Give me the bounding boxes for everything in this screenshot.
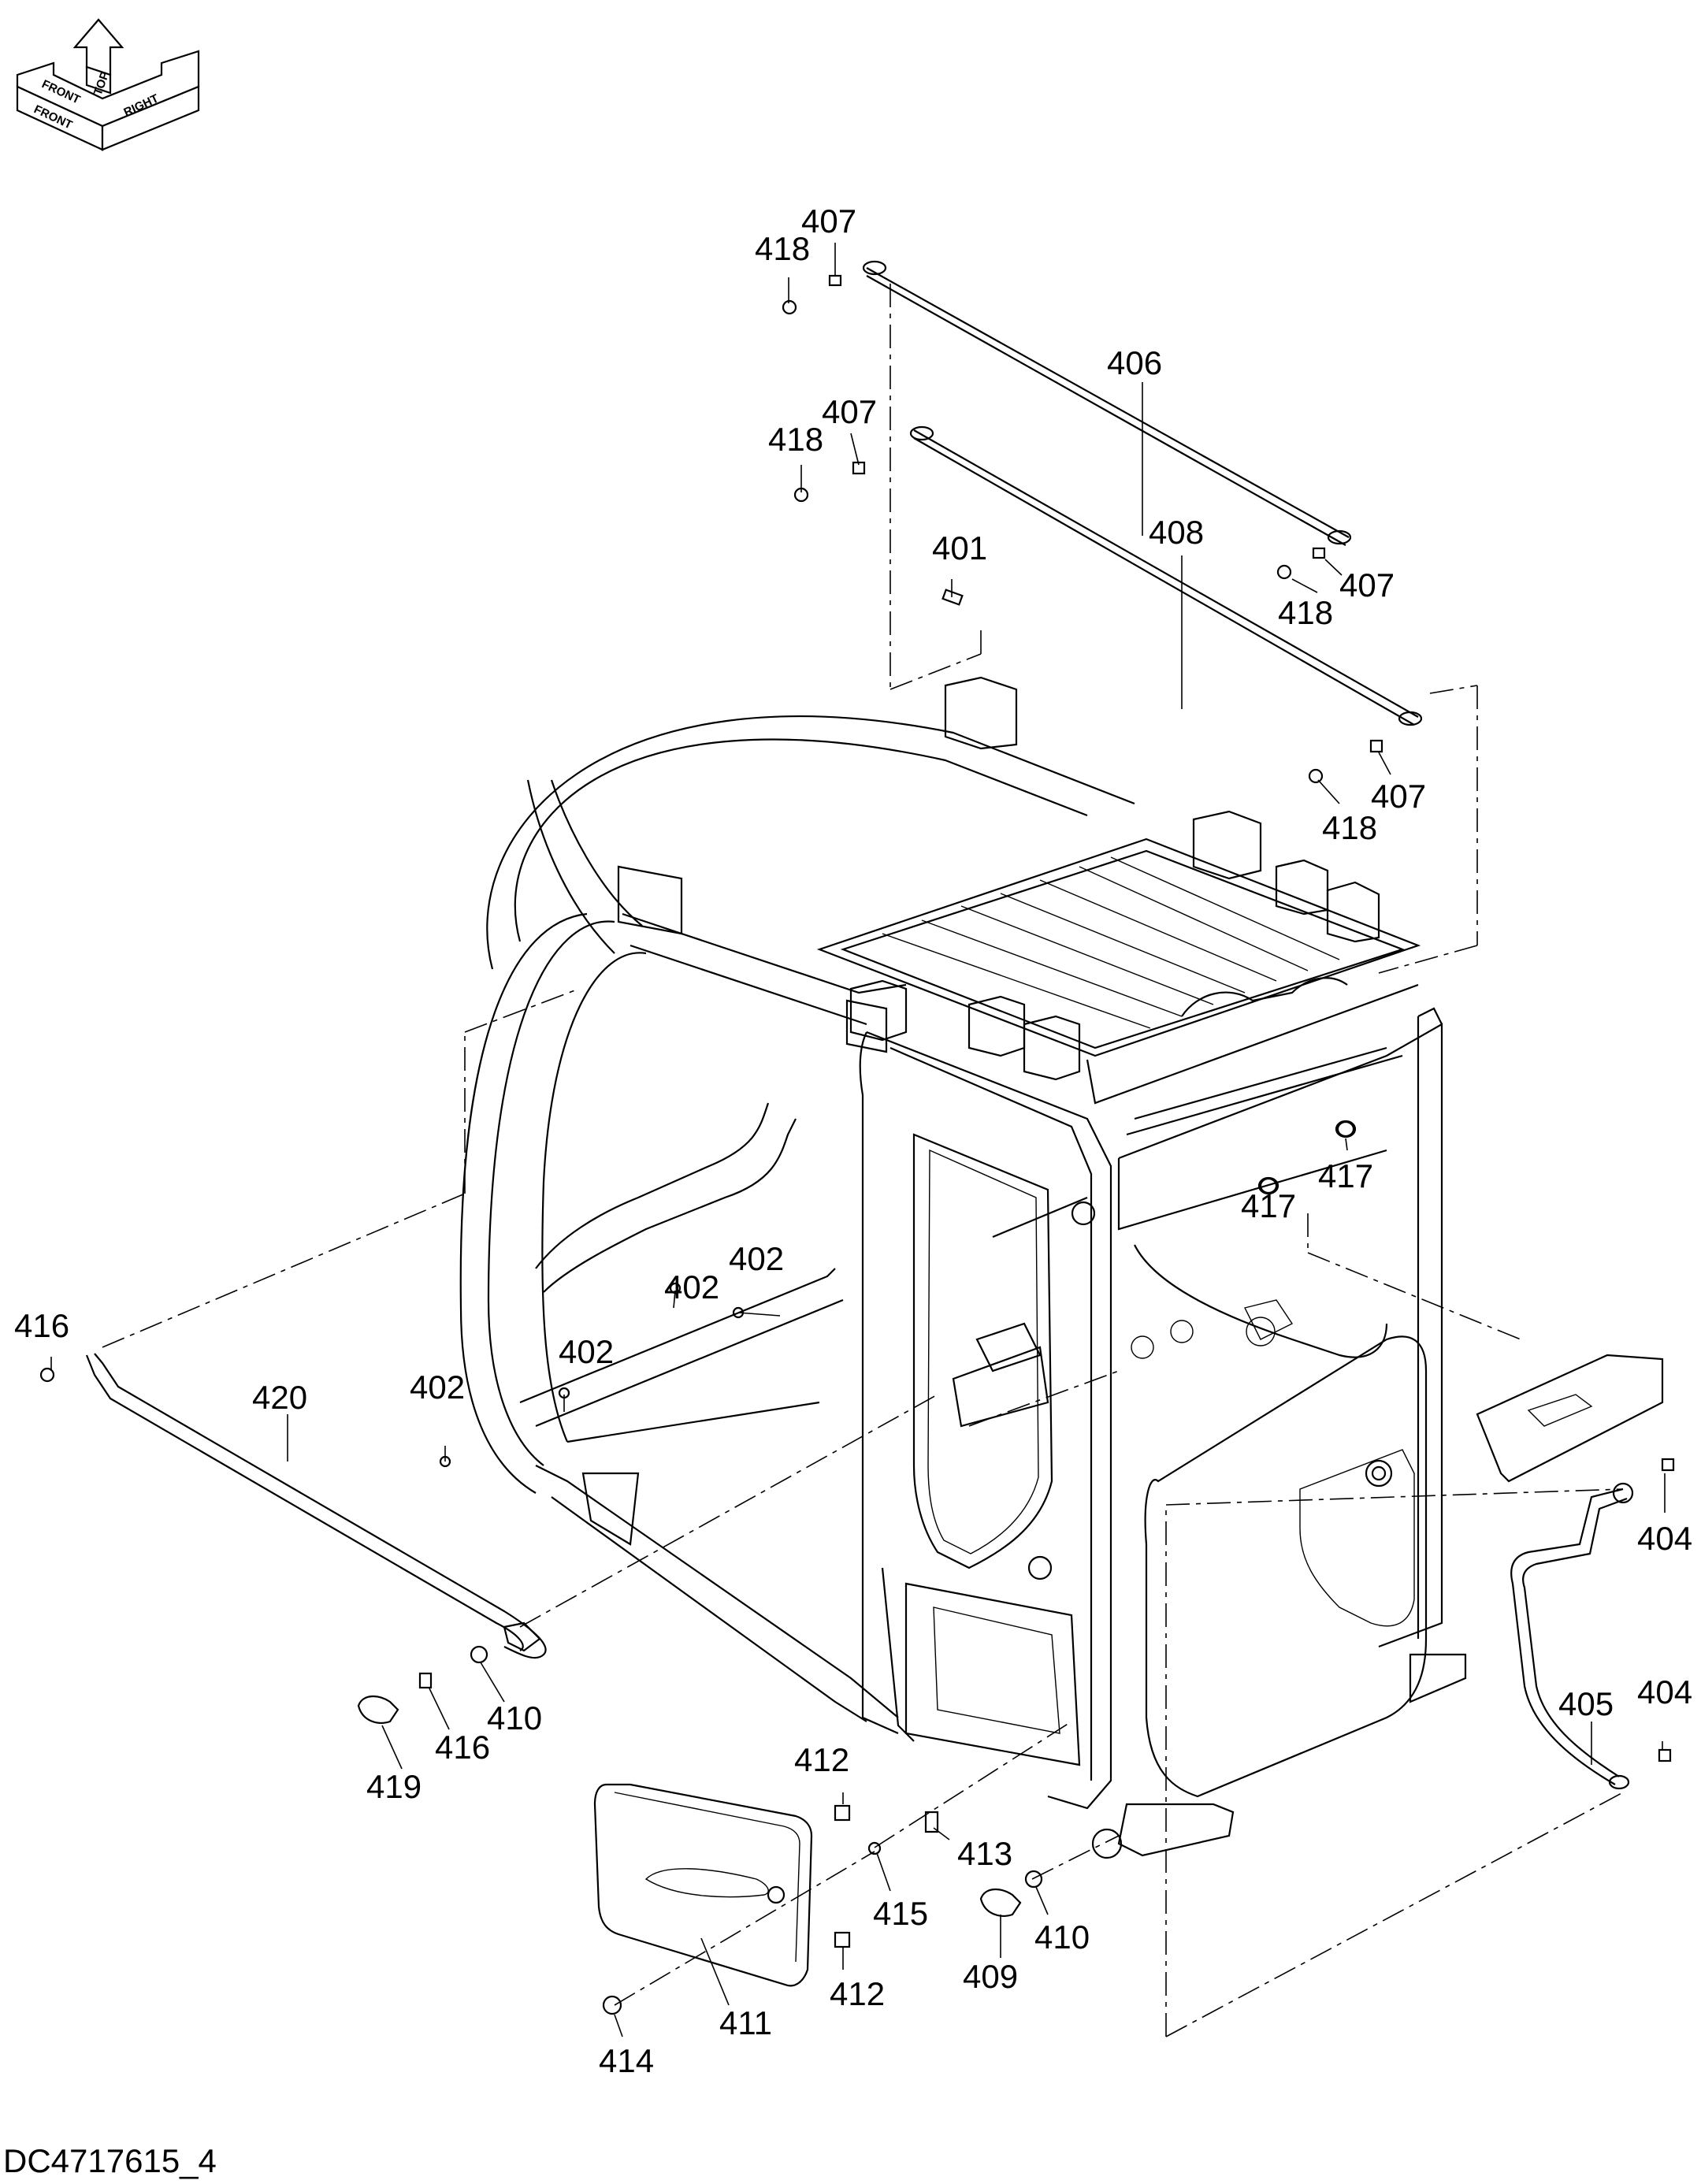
label-404: 404 — [1637, 1673, 1692, 1710]
side-cover-part — [1476, 1354, 1664, 1483]
label-407: 407 — [1339, 566, 1395, 604]
label-410: 410 — [1034, 1918, 1090, 1956]
label-406: 406 — [1107, 344, 1162, 381]
label-418: 418 — [1322, 809, 1377, 846]
label-401: 401 — [932, 529, 987, 566]
label-418: 418 — [768, 421, 823, 458]
label-417: 417 — [1318, 1157, 1373, 1194]
part-405-handrail — [1510, 1482, 1634, 1790]
label-407: 407 — [1371, 778, 1426, 815]
part-420-handrail — [85, 1353, 547, 1659]
part-411-cover — [593, 1783, 813, 1987]
leader-lines — [50, 243, 1666, 2037]
part-labels: 407 418 406 407 418 408 401 407 418 407 … — [14, 202, 1692, 2079]
cab-frame — [459, 676, 1467, 1859]
label-416: 416 — [435, 1729, 490, 1766]
label-404: 404 — [1637, 1520, 1692, 1557]
label-416: 416 — [14, 1307, 69, 1344]
label-418: 418 — [755, 230, 810, 267]
label-412: 412 — [794, 1741, 849, 1778]
label-419: 419 — [366, 1768, 422, 1805]
label-411: 411 — [719, 2004, 772, 2041]
label-402: 402 — [559, 1333, 614, 1370]
part-417-grommets — [1257, 1120, 1357, 1195]
document-id: DC4717615_4 — [3, 2142, 217, 2179]
label-402: 402 — [410, 1369, 465, 1406]
label-409: 409 — [963, 1958, 1018, 1995]
label-420: 420 — [252, 1379, 307, 1416]
fasteners — [39, 274, 1675, 2015]
label-402: 402 — [729, 1240, 784, 1277]
label-405: 405 — [1558, 1685, 1614, 1722]
orientation-cube-icon: TOP FRONT FRONT RIGHT — [16, 18, 200, 151]
label-413: 413 — [957, 1835, 1012, 1872]
label-414: 414 — [599, 2042, 654, 2079]
assembly-lines — [102, 284, 1624, 2037]
label-407: 407 — [801, 202, 856, 240]
label-407: 407 — [822, 393, 877, 430]
label-410: 410 — [487, 1699, 542, 1736]
label-415: 415 — [873, 1895, 928, 1932]
part-419-knob — [357, 1696, 399, 1724]
label-417: 417 — [1241, 1187, 1296, 1224]
part-408-rod — [909, 425, 1423, 726]
label-412: 412 — [830, 1975, 885, 2012]
part-409-knob — [979, 1889, 1022, 1917]
label-402: 402 — [664, 1268, 719, 1306]
part-406-rod — [862, 260, 1352, 546]
label-418: 418 — [1278, 594, 1333, 631]
label-408: 408 — [1149, 514, 1204, 551]
